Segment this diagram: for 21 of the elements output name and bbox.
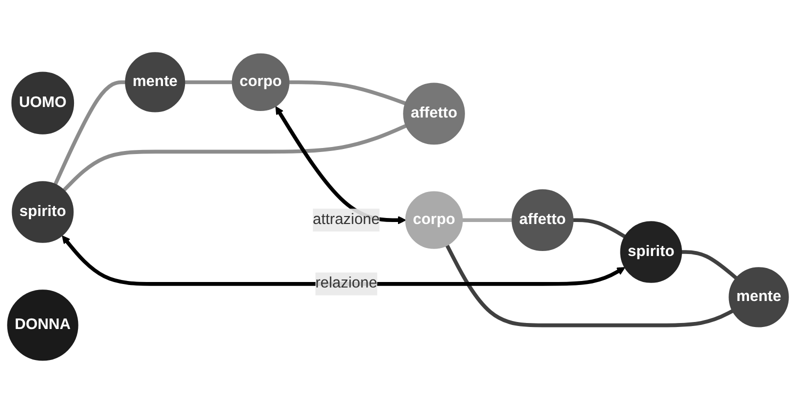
node-circle: affetto	[403, 82, 465, 144]
connector	[682, 250, 738, 280]
connector	[184, 80, 232, 84]
connector	[445, 244, 734, 327]
connector	[288, 80, 406, 105]
connector	[54, 80, 126, 185]
edge-label: relazione	[315, 274, 378, 292]
edge-label: attrazione	[312, 211, 380, 228]
arrow	[62, 235, 626, 286]
node-circle: mente	[125, 52, 186, 112]
node-circle: corpo	[232, 52, 290, 111]
node-circle: spirito	[620, 220, 682, 282]
connector	[462, 218, 512, 222]
connector	[62, 124, 407, 192]
node-circle: DONNA	[7, 289, 78, 360]
connector	[573, 218, 626, 238]
node-circle: spirito	[12, 180, 74, 242]
node-circle: affetto	[512, 188, 574, 251]
node-circle: mente	[728, 266, 789, 327]
node-circle: UOMO	[11, 71, 74, 134]
node-circle: corpo	[405, 190, 463, 248]
